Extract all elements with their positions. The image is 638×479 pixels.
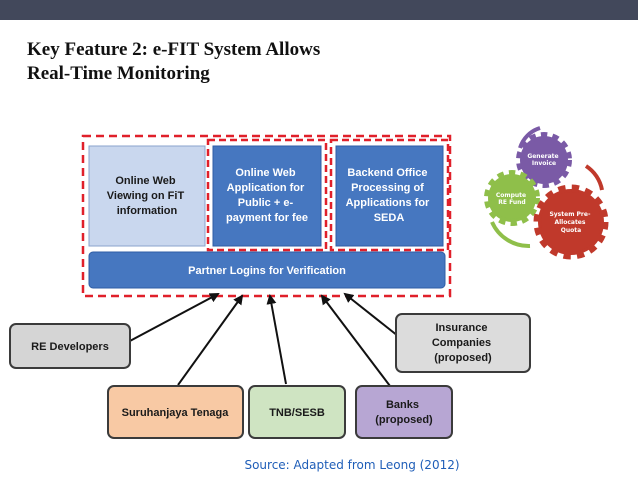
online-viewing-line: Viewing on FiT	[107, 190, 185, 202]
gear-generate-invoice: Generate Invoice	[516, 132, 572, 188]
backend-processing-box: Backend Office Processing of Application…	[329, 138, 450, 252]
svg-text:Compute RE Fund: Compute RE Fund	[496, 192, 528, 206]
header-bar	[0, 0, 638, 20]
backend-processing-line: Backend Office	[347, 167, 427, 179]
backend-processing-line: SEDA	[374, 212, 405, 224]
svg-text:Banks (proposed): Banks (proposed)	[375, 399, 433, 426]
gear-allocate-quota: System Pre- Allocates Quota	[533, 184, 609, 260]
svg-text:Insurance Companies: Insurance Companies (proposed)	[432, 322, 494, 364]
online-application-line: Application for	[227, 182, 305, 194]
backend-processing-line: Processing of	[351, 182, 424, 194]
slide-title-line-1: Key Feature 2: e-FIT System Allows	[27, 39, 321, 60]
insurance-line: Companies	[432, 337, 491, 349]
source-caption: Source: Adapted from Leong (2012)	[244, 458, 460, 472]
banks-box: Banks (proposed)	[355, 385, 453, 439]
gear-generate-line: Invoice	[532, 160, 556, 167]
insurance-line: (proposed)	[434, 352, 492, 364]
header-accent-line	[0, 20, 638, 23]
connection-arrows	[127, 292, 399, 387]
gear-allocate-line: System Pre-	[549, 211, 591, 218]
online-application-box: Online Web Application for Public + e- p…	[206, 138, 328, 252]
online-viewing-line: Online Web	[115, 175, 176, 187]
suruhanjaya-box: Suruhanjaya Tenaga	[107, 385, 244, 439]
partner-logins-bar: Partner Logins for Verification	[88, 251, 446, 289]
svg-text:System Pre- Allocates: System Pre- Allocates Quota	[549, 211, 592, 234]
re-developers-label: RE Developers	[31, 341, 109, 353]
tnb-sesb-box: TNB/SESB	[248, 385, 346, 439]
online-application-line: payment for fee	[226, 212, 308, 224]
online-viewing-box: Online Web Viewing on FiT information	[88, 145, 206, 247]
svg-text:Online Web Viewing on Fi: Online Web Viewing on FiT information	[107, 175, 187, 217]
arrow-suruhanjaya	[177, 294, 244, 386]
gear-allocate-line: Quota	[561, 227, 581, 234]
banks-line: (proposed)	[375, 414, 433, 426]
arrow-re-developers	[127, 293, 220, 343]
gear-allocate-line: Allocates	[554, 219, 585, 226]
gear-generate-line: Generate	[527, 153, 558, 160]
insurance-box: Insurance Companies (proposed)	[395, 313, 531, 373]
gear-compute-line: RE Fund	[498, 199, 525, 206]
online-application-line: Public + e-	[238, 197, 294, 209]
svg-text:Generate Invoice: Generate Invoice	[527, 153, 560, 167]
slide-title-line-2: Real-Time Monitoring	[27, 63, 210, 84]
online-viewing-line: information	[117, 205, 178, 217]
svg-text:Backend Office Processin: Backend Office Processing of Application…	[346, 167, 433, 224]
gear-compute-re-fund: Compute RE Fund	[484, 170, 540, 226]
arrow-banks	[320, 294, 391, 387]
suruhanjaya-label: Suruhanjaya Tenaga	[122, 407, 230, 419]
insurance-line: Insurance	[435, 322, 487, 334]
arrow-insurance	[343, 292, 399, 337]
arrow-tnb-sesb	[266, 294, 287, 385]
cycle-arrow-icon	[490, 221, 531, 249]
backend-processing-line: Applications for	[346, 197, 430, 209]
partner-logins-label: Partner Logins for Verification	[188, 265, 346, 277]
banks-line: Banks	[386, 399, 419, 411]
cycle-arrow-icon	[518, 126, 541, 149]
gear-compute-line: Compute	[496, 192, 526, 199]
cycle-arrow-icon	[584, 164, 604, 191]
re-developers-box: RE Developers	[9, 323, 131, 369]
online-application-line: Online Web	[235, 167, 296, 179]
slide-title: Key Feature 2: e-FIT System Allows Real-…	[27, 38, 407, 86]
tnb-sesb-label: TNB/SESB	[269, 407, 325, 419]
system-dashed-frame	[81, 134, 452, 298]
process-gears: Generate Invoice Compute RE Fund System …	[484, 126, 609, 260]
svg-text:Online Web Application f: Online Web Application for Public + e- p…	[226, 167, 308, 224]
